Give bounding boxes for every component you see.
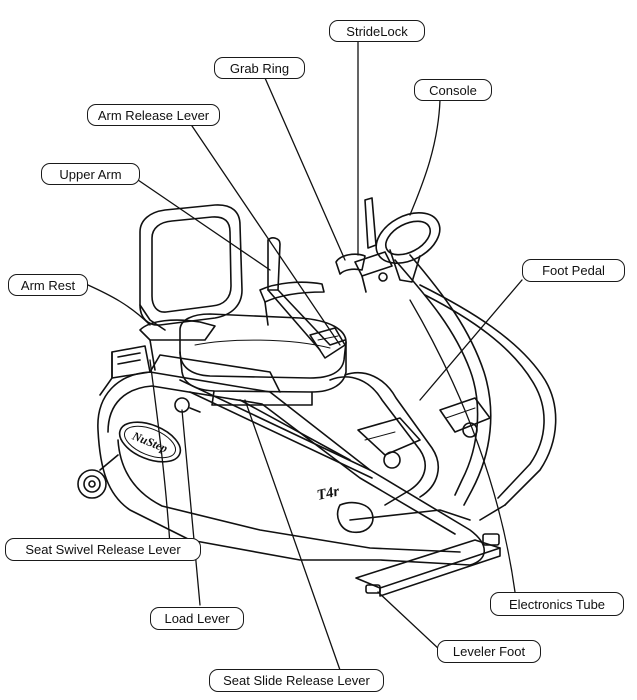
label-grab-ring: Grab Ring bbox=[214, 57, 305, 79]
leader-load-lever bbox=[181, 409, 201, 606]
rear-wheel bbox=[77, 454, 119, 499]
electronics-tube bbox=[419, 284, 557, 521]
brand-text: NuStep bbox=[129, 428, 169, 455]
leader-grab-ring bbox=[264, 77, 346, 261]
label-console: Console bbox=[414, 79, 492, 101]
label-stridelock: StrideLock bbox=[329, 20, 425, 42]
label-seat-swivel-release-lever: Seat Swivel Release Lever bbox=[5, 538, 201, 561]
leader-seat-swivel bbox=[149, 359, 171, 546]
leader-lines bbox=[87, 39, 523, 671]
label-arm-release-lever: Arm Release Lever bbox=[87, 104, 220, 126]
leader-arm-release-lever bbox=[189, 122, 341, 346]
arm-rest bbox=[139, 281, 325, 371]
label-foot-pedal: Foot Pedal bbox=[522, 259, 625, 282]
foot-pedal bbox=[357, 397, 491, 469]
leader-seat-slide bbox=[244, 399, 341, 671]
leader-foot-pedal bbox=[419, 279, 523, 401]
leader-console bbox=[409, 99, 441, 216]
nustep-badge: NuStep bbox=[118, 421, 182, 463]
label-leveler-foot: Leveler Foot bbox=[437, 640, 541, 663]
leveler-foot-bar bbox=[355, 533, 501, 597]
seat-cushion bbox=[179, 313, 347, 406]
seat-back bbox=[139, 204, 243, 331]
leader-leveler-foot bbox=[377, 591, 441, 651]
model-text: T4r bbox=[316, 484, 341, 504]
upper-arm bbox=[267, 237, 346, 359]
leader-arm-rest bbox=[87, 284, 151, 326]
console-assembly bbox=[354, 197, 441, 293]
label-upper-arm: Upper Arm bbox=[41, 163, 140, 185]
label-load-lever: Load Lever bbox=[150, 607, 244, 630]
seat-rail bbox=[174, 379, 373, 479]
leader-electronics-tube bbox=[409, 299, 516, 593]
grab-ring bbox=[335, 253, 366, 275]
label-seat-slide-release-lever: Seat Slide Release Lever bbox=[209, 669, 384, 692]
label-arm-rest: Arm Rest bbox=[8, 274, 88, 296]
front-column bbox=[329, 254, 492, 506]
leader-upper-arm bbox=[137, 179, 271, 271]
label-electronics-tube: Electronics Tube bbox=[490, 592, 624, 616]
